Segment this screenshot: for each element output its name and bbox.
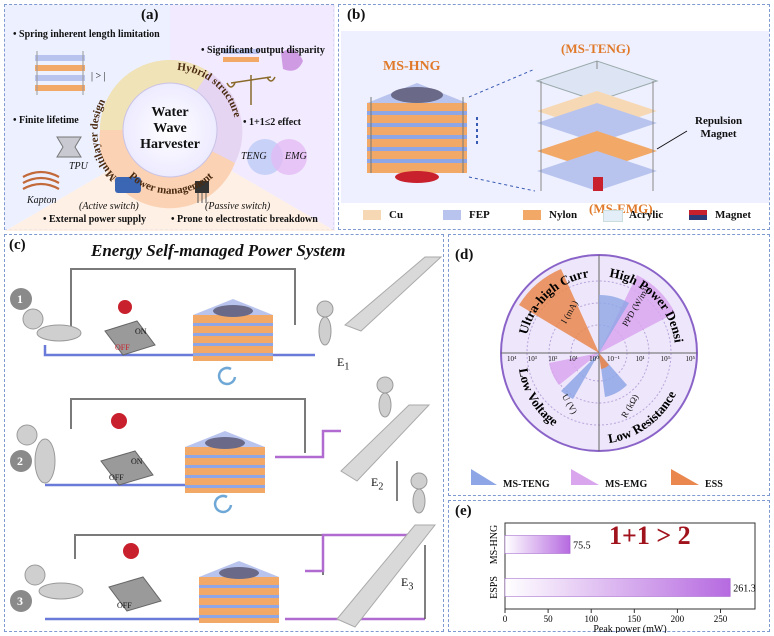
passive-switch-label: (Passive switch) [205, 201, 271, 212]
legend-swatch-acrylic [603, 210, 623, 222]
emg-voltage-sector [549, 353, 599, 385]
ms-teng-label: (MS-TENG) [561, 41, 631, 56]
legend-label-cu: Cu [389, 209, 404, 221]
panel-e-label: (e) [455, 503, 472, 519]
energy-e3: E3 [401, 575, 414, 593]
bar-value-label-esps: 261.3 [733, 584, 756, 595]
category-label-esps: ESPS [489, 576, 500, 599]
radar-chart: Ultra-high Current High Power Density Lo… [449, 235, 698, 452]
panel-d: Ultra-high Current High Power Density Lo… [448, 234, 770, 496]
switch-off-label-1: OFF [115, 343, 130, 352]
energy-e2: E2 [371, 475, 384, 493]
legend-label-magnet: Magnet [715, 209, 752, 221]
tpu-label: TPU [69, 161, 88, 172]
bullet-effect: • 1+1≤2 effect [243, 117, 302, 128]
x-tick-label-100: 100 [584, 614, 598, 624]
x-tick-label-200: 200 [671, 614, 685, 624]
stack-arrow-glyph: | > | [91, 71, 106, 82]
switch-off-label-3: OFF [117, 601, 132, 610]
panel-b-label: (b) [347, 7, 366, 23]
legend-ms-emg: MS-EMG [605, 479, 648, 490]
repulsion-label: Repulsion Magnet [695, 115, 743, 140]
active-switch-label: (Active switch) [79, 201, 139, 212]
x-tick-label-0: 0 [503, 614, 508, 624]
legend-label-acrylic: Acrylic [629, 209, 664, 221]
x-axis-label: Peak power (mW) [593, 624, 666, 633]
panel-c-title: Energy Self-managed Power System [91, 241, 346, 260]
panel-d-label: (d) [455, 247, 474, 263]
bar-esps [504, 578, 731, 597]
x-tick-label-50: 50 [544, 614, 554, 624]
legend-label-fep: FEP [469, 209, 490, 221]
teng-voltage-sector [561, 353, 599, 399]
legend-swatch-nylon [523, 210, 541, 220]
annotation-1plus1: 1+1 > 2 [609, 521, 691, 550]
step-3-badge: 3 [17, 594, 23, 608]
panel-a: Multilayer design Hybrid structure Power… [4, 4, 335, 231]
radar-ticks-right: 10⁻¹ 10¹ 10³ 10⁵ [607, 355, 695, 363]
legend-ess: ESS [705, 479, 723, 490]
panel-c: (c) Energy Self-managed Power System 1 2… [4, 234, 444, 632]
emg-label: EMG [285, 151, 307, 162]
plot-frame [504, 522, 756, 610]
kapton-label: Kapton [27, 195, 57, 206]
radar-ticks-left: 10⁴ 10³ 10² 10¹ 10⁰ [507, 355, 599, 363]
bullet-disparity: • Significant output disparity [201, 45, 325, 56]
legend-ms-teng: MS-TENG [503, 479, 550, 490]
ess-resistance-sector [599, 353, 609, 369]
panel-c-label: (c) [9, 237, 26, 253]
ess-current-sector [519, 269, 599, 353]
x-tick-label-250: 250 [714, 614, 728, 624]
teng-label: TENG [241, 151, 267, 162]
legend-swatch-fep [443, 210, 461, 220]
panel-b-graphic [341, 31, 769, 203]
emg-power-sector [599, 275, 675, 353]
panel-d-legend-icons [471, 469, 699, 485]
center-title: Water Wave Harvester [140, 105, 200, 152]
x-tick-label-150: 150 [628, 614, 642, 624]
step-2-badge: 2 [17, 454, 23, 468]
teng-power-sector [599, 294, 629, 353]
panel-a-graphic: Multilayer design Hybrid structure Power… [5, 5, 335, 231]
energy-e1: E1 [337, 355, 350, 373]
b-legend-row: Cu FEP Nylon Acrylic Magnet [363, 209, 763, 224]
bullet-external: • External power supply [43, 214, 147, 225]
switch-off-label-2: OFF [109, 473, 124, 482]
legend-label-nylon: Nylon [549, 209, 578, 221]
panel-c-graphic [10, 256, 443, 628]
bar-value-label-ms-hng: 75.5 [573, 541, 591, 552]
ms-hng-label: MS-HNG [383, 59, 441, 74]
legend-swatch-magnet [689, 210, 707, 220]
switch-on-label-1: ON [135, 327, 147, 336]
hng-stack [367, 83, 467, 183]
legend-swatch-cu [363, 210, 381, 220]
bullet-spring: • Spring inherent length limitation [13, 29, 160, 40]
panel-a-label: (a) [141, 7, 159, 23]
switch-on-label-2: ON [131, 457, 143, 466]
category-label-ms-hng: MS-HNG [489, 525, 500, 564]
step-1-badge: 1 [17, 292, 23, 306]
bullet-lifetime: • Finite lifetime [13, 115, 79, 126]
bullet-electrostatic: • Prone to electrostatic breakdown [171, 214, 318, 225]
bar-ms-hng [504, 535, 571, 554]
panel-b: (b) MS-HNG (MS-TENG) (MS-EMG) Repulsion … [338, 4, 770, 230]
